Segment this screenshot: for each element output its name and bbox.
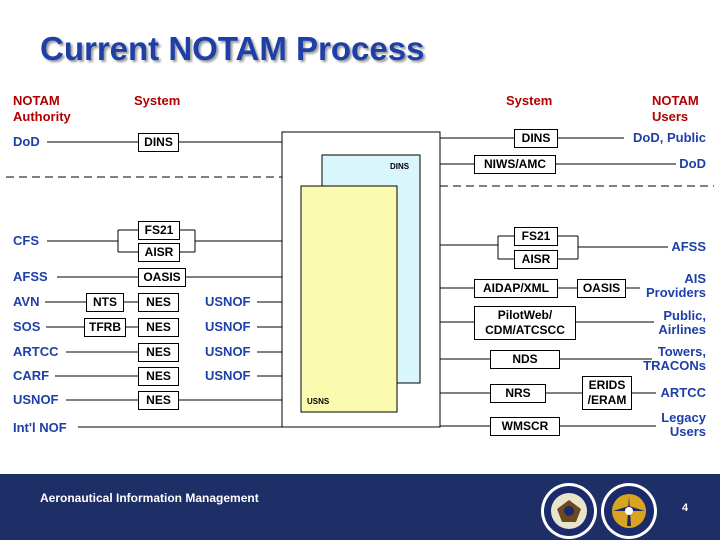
- header-system-right: System: [506, 93, 553, 108]
- user-public-airlines: Public, Airlines: [658, 309, 706, 337]
- pilotweb-box: PilotWeb/ CDM/ATCSCC: [474, 306, 576, 340]
- nrs-box: NRS: [490, 384, 546, 403]
- user-public-line-1: Public,: [663, 308, 706, 323]
- user-ais-line-2: Providers: [646, 285, 706, 300]
- footer-bar: Aeronautical Information Management 4: [0, 474, 720, 540]
- source-artcc: ARTCC: [13, 344, 59, 359]
- aidap-xml-box: AIDAP/XML: [474, 279, 558, 298]
- nes-box-artcc: NES: [138, 343, 179, 362]
- source-carf: CARF: [13, 368, 50, 383]
- erids-line-2: /ERAM: [587, 393, 627, 407]
- nds-box: NDS: [490, 350, 560, 369]
- user-legacy-users: Legacy Users: [661, 411, 706, 439]
- pilotweb-line-1: PilotWeb/: [497, 308, 553, 322]
- right-oasis-box: OASIS: [577, 279, 626, 298]
- center-dins-label: DINS: [390, 162, 410, 171]
- header-notam-authority: NOTAM Authority: [13, 93, 71, 124]
- tfrb-box: TFRB: [84, 318, 126, 337]
- dod-seal-icon: [541, 483, 597, 539]
- user-towers-line-2: TRACONs: [643, 358, 706, 373]
- right-aisr-box: AISR: [514, 250, 558, 269]
- pilotweb-line-2: CDM/ATCSCC: [485, 323, 565, 337]
- user-legacy-line-1: Legacy: [661, 410, 706, 425]
- page-number: 4: [682, 502, 689, 514]
- faa-seal-icon: [601, 483, 657, 539]
- connector-lines: [6, 131, 714, 428]
- header-notam-users: NOTAM Users: [652, 93, 699, 124]
- left-dins-box: DINS: [138, 133, 179, 152]
- source-dod: DoD: [13, 134, 40, 149]
- user-afss: AFSS: [671, 239, 706, 254]
- usnof-tag: USNOF: [205, 294, 251, 309]
- source-avn: AVN: [13, 294, 40, 309]
- usnof-tag: USNOF: [205, 368, 251, 383]
- usnof-tag: USNOF: [205, 344, 251, 359]
- user-public-line-2: Airlines: [658, 322, 706, 337]
- nts-box: NTS: [86, 293, 124, 312]
- niws-amc-box: NIWS/AMC: [474, 155, 556, 174]
- source-afss: AFSS: [13, 269, 48, 284]
- left-aisr-box: AISR: [138, 243, 180, 262]
- user-legacy-line-2: Users: [669, 424, 706, 439]
- right-dins-box: DINS: [514, 129, 558, 148]
- user-ais-line-1: AIS: [684, 271, 706, 286]
- user-dod-public: DoD, Public: [633, 130, 706, 145]
- source-sos: SOS: [13, 319, 41, 334]
- left-oasis-box: OASIS: [138, 268, 186, 287]
- wmscr-box: WMSCR: [490, 417, 560, 436]
- nes-box-carf: NES: [138, 367, 179, 386]
- left-fs21-box: FS21: [138, 221, 180, 240]
- usnof-tag: USNOF: [205, 319, 251, 334]
- header-system-left: System: [134, 93, 181, 108]
- source-intl-nof: Int'l NOF: [13, 420, 67, 435]
- user-ais-providers: AIS Providers: [646, 272, 706, 300]
- user-towers-line-1: Towers,: [657, 344, 706, 359]
- erids-eram-box: ERIDS /ERAM: [582, 376, 632, 410]
- nes-box-sos: NES: [138, 318, 179, 337]
- source-usnof: USNOF: [13, 392, 59, 407]
- source-cfs: CFS: [13, 233, 39, 248]
- page-title: Current NOTAM Process: [40, 30, 425, 67]
- right-fs21-box: FS21: [514, 227, 558, 246]
- erids-line-1: ERIDS: [588, 378, 626, 392]
- nes-box-usnof: NES: [138, 391, 179, 410]
- user-towers-tracons: Towers, TRACONs: [643, 345, 706, 373]
- nes-box-avn: NES: [138, 293, 179, 312]
- user-dod: DoD: [679, 156, 706, 171]
- user-artcc: ARTCC: [660, 385, 707, 400]
- center-usns-label: USNS: [307, 397, 330, 406]
- footer-text: Aeronautical Information Management: [40, 491, 259, 505]
